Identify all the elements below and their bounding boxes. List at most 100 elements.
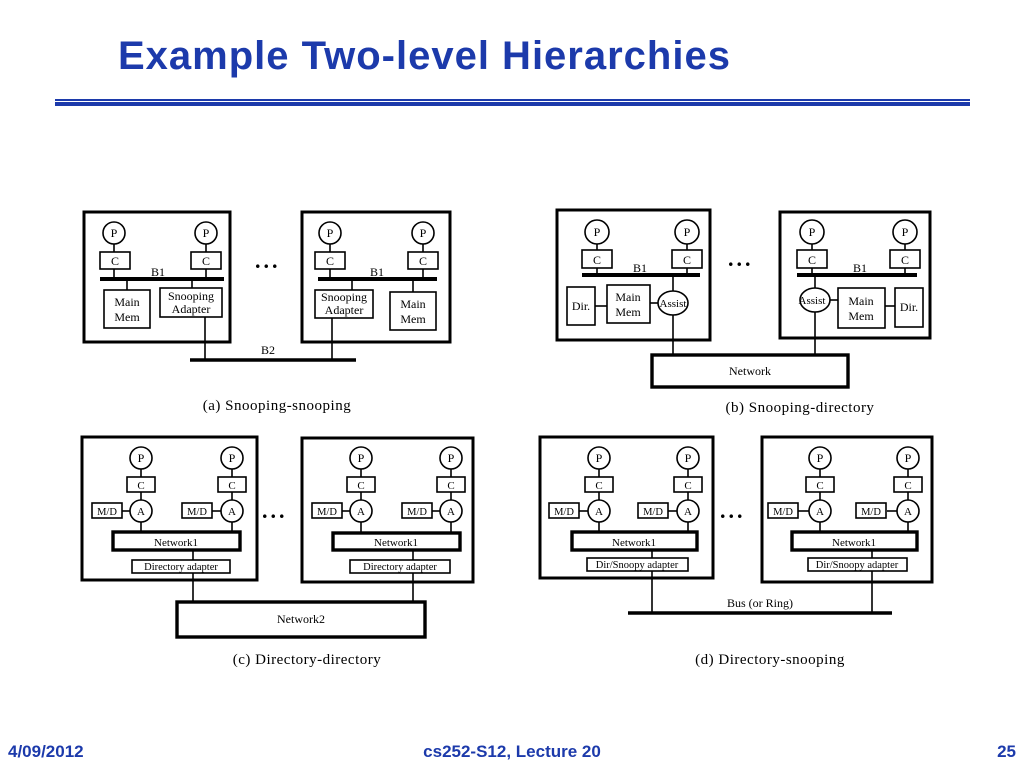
cache-label: C bbox=[904, 480, 911, 492]
cache-label: C bbox=[447, 480, 454, 492]
caption-a: (a) Snooping-snooping bbox=[203, 398, 351, 414]
cache-box bbox=[889, 249, 921, 269]
cache-box bbox=[584, 476, 614, 493]
cache-label: C bbox=[683, 253, 691, 267]
md-box bbox=[637, 502, 669, 519]
main-mem-label: Main bbox=[114, 295, 139, 309]
diagram-a-left-node: P P C C B1 Main Mem Snooping Adapter bbox=[82, 210, 232, 360]
b1-bus-label: B1 bbox=[853, 261, 867, 275]
dir-snoopy-adapter-label: Dir/Snoopy adapter bbox=[816, 560, 899, 571]
assist-a-label: A bbox=[684, 506, 692, 518]
cache-box bbox=[346, 476, 376, 493]
processor-circle bbox=[584, 219, 610, 245]
assist-a-label: A bbox=[447, 506, 455, 518]
dir-box bbox=[566, 286, 596, 326]
processor-circle bbox=[808, 446, 832, 470]
processor-circle bbox=[799, 219, 825, 245]
cache-label: C bbox=[357, 480, 364, 492]
processor-label: P bbox=[203, 226, 210, 240]
md-label: M/D bbox=[554, 507, 574, 518]
main-mem-label: Mem bbox=[114, 310, 140, 324]
main-mem-box bbox=[606, 284, 651, 324]
assist-circle bbox=[676, 499, 700, 523]
cache-box bbox=[796, 249, 828, 269]
dir-label: Dir. bbox=[900, 300, 918, 314]
network1-label: Network1 bbox=[832, 537, 876, 549]
cache-box bbox=[99, 251, 131, 270]
diagram-b-left-node: P P C C B1 Dir. Main Mem Assist bbox=[555, 208, 712, 355]
snooping-adapter-box bbox=[159, 287, 223, 318]
cache-box bbox=[190, 251, 222, 270]
assist-a-label: A bbox=[357, 506, 365, 518]
b1-bus-label: B1 bbox=[370, 265, 384, 279]
md-label: M/D bbox=[187, 507, 207, 518]
b1-bus-label: B1 bbox=[151, 265, 165, 279]
cache-label: C bbox=[684, 480, 691, 492]
network1-box bbox=[111, 530, 242, 552]
ellipsis: ... bbox=[262, 498, 288, 523]
ellipsis: ... bbox=[728, 246, 754, 271]
processor-circle bbox=[318, 221, 342, 245]
processor-label: P bbox=[596, 451, 603, 465]
assist-circle bbox=[587, 499, 611, 523]
md-label: M/D bbox=[643, 507, 663, 518]
network1-label: Network1 bbox=[612, 537, 656, 549]
main-mem-label: Main bbox=[615, 290, 640, 304]
processor-circle bbox=[349, 446, 373, 470]
snooping-adapter-label: Adapter bbox=[325, 303, 364, 317]
wires bbox=[113, 244, 207, 360]
assist-a-label: A bbox=[816, 506, 824, 518]
processor-circle bbox=[892, 219, 918, 245]
dir-snoopy-adapter-label: Dir/Snoopy adapter bbox=[596, 560, 679, 571]
snooping-adapter-label: Snooping bbox=[321, 290, 367, 304]
cache-label: C bbox=[593, 253, 601, 267]
assist-circle bbox=[349, 499, 373, 523]
diagram-d: P P C C A A M/D M/D Network1 Dir/Snoopy … bbox=[538, 435, 934, 668]
cache-label: C bbox=[816, 480, 823, 492]
assist-circle bbox=[129, 499, 153, 523]
network1-label: Network1 bbox=[154, 537, 198, 549]
cache-label: C bbox=[228, 480, 235, 492]
cache-box bbox=[407, 251, 439, 270]
processor-circle bbox=[896, 446, 920, 470]
processor-circle bbox=[674, 219, 700, 245]
cache-box bbox=[805, 476, 835, 493]
caption-b: (b) Snooping-directory bbox=[726, 400, 875, 416]
md-box bbox=[181, 502, 213, 519]
title-rule-thick bbox=[55, 102, 970, 106]
processor-label: P bbox=[229, 451, 236, 465]
processor-label: P bbox=[448, 451, 455, 465]
main-mem-box bbox=[389, 291, 437, 331]
title-rule-thin bbox=[55, 99, 970, 101]
processor-label: P bbox=[684, 225, 691, 239]
network-label: Network bbox=[729, 364, 771, 378]
ellipsis: ... bbox=[720, 498, 746, 523]
footer-course: cs252-S12, Lecture 20 bbox=[423, 742, 601, 761]
cache-label: C bbox=[202, 254, 210, 268]
dir-snoopy-adapter-box bbox=[807, 557, 908, 572]
diagram-d-right-node: P P C C A A M/D M/D Network1 Dir/Snoopy … bbox=[760, 435, 934, 613]
directory-adapter-box bbox=[131, 559, 231, 574]
main-mem-box bbox=[837, 287, 886, 329]
diagram-b-right-node: P P C C B1 Assist Main Mem Dir. bbox=[778, 210, 932, 355]
processor-label: P bbox=[358, 451, 365, 465]
processor-label: P bbox=[809, 225, 816, 239]
diagram-c-left-node: P P C C A A M/D M/D Network1 Directory a… bbox=[80, 435, 259, 602]
cache-label: C bbox=[808, 253, 816, 267]
assist-circle bbox=[896, 499, 920, 523]
main-mem-label: Main bbox=[400, 297, 425, 311]
caption-d: (d) Directory-snooping bbox=[695, 652, 845, 668]
network2-label: Network2 bbox=[277, 612, 325, 626]
cache-label: C bbox=[326, 254, 334, 268]
network1-box bbox=[790, 530, 919, 552]
network1-label: Network1 bbox=[374, 537, 418, 549]
processor-circle bbox=[676, 446, 700, 470]
snooping-adapter-label: Snooping bbox=[168, 289, 214, 303]
processor-label: P bbox=[594, 225, 601, 239]
md-box bbox=[855, 502, 887, 519]
assist-label: Assist bbox=[799, 295, 826, 307]
b2-bus-label: B2 bbox=[261, 343, 275, 357]
b1-bus-label: B1 bbox=[633, 261, 647, 275]
snooping-adapter-label: Adapter bbox=[172, 302, 211, 316]
